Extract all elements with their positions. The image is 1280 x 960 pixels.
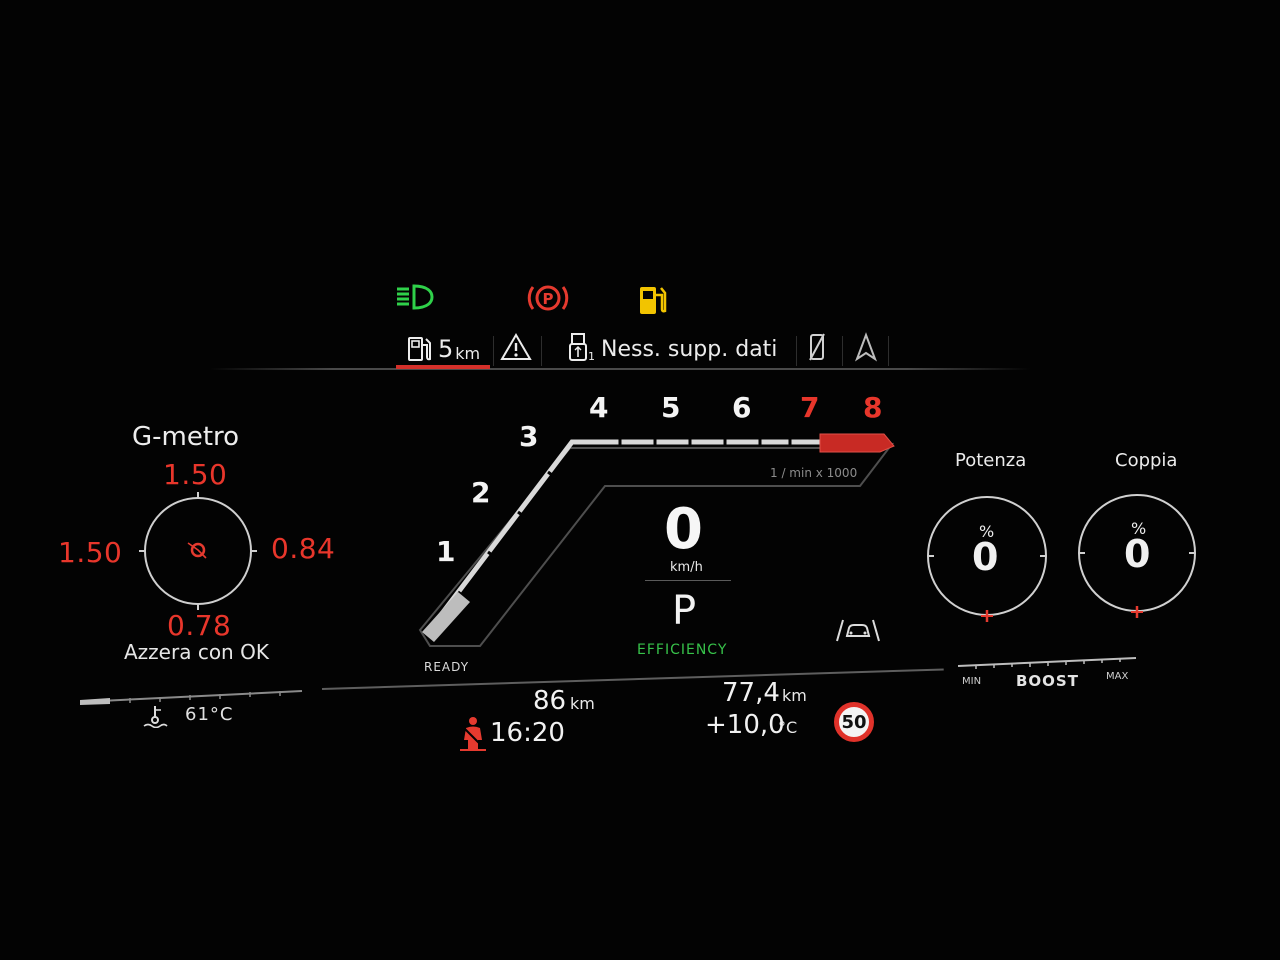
speed-limit-value: 50 xyxy=(841,711,867,733)
torque-gauge-value: 0 xyxy=(1124,532,1151,576)
status-bar: 5 km 1 Ness. supp. dati xyxy=(210,330,1030,370)
range-distance-value: 77,4 xyxy=(722,678,780,708)
rev-scale xyxy=(426,439,820,634)
power-gauge-unit: % xyxy=(979,522,995,541)
g-meter-top-value: 1.50 xyxy=(163,458,228,491)
outside-temp-value: +10,0 xyxy=(705,710,785,740)
trip-distance-unit: km xyxy=(570,694,595,713)
drive-mode: EFFICIENCY xyxy=(637,642,728,658)
rev-idle-bar xyxy=(422,592,470,642)
trip-distance-value: 86 xyxy=(533,686,567,716)
parking-brake-icon: P xyxy=(526,281,570,315)
oil-temp-value: 61°C xyxy=(185,704,234,725)
tachometer xyxy=(418,433,895,647)
media-subscript: 1 xyxy=(588,349,595,363)
seatbelt-warning-icon xyxy=(458,716,488,756)
boost-scale xyxy=(958,657,1137,669)
status-separator xyxy=(842,336,843,366)
fuel-range-segment[interactable]: 5 km xyxy=(406,330,480,368)
ready-indicator: READY xyxy=(424,660,470,674)
boost-min-label: MIN xyxy=(962,676,982,687)
power-gauge-dial xyxy=(927,496,1047,622)
tacho-unit-label: 1 / min x 1000 xyxy=(770,466,858,480)
tacho-mark-5: 5 xyxy=(661,391,681,424)
phone-icon xyxy=(808,332,826,366)
torque-gauge-title: Coppia xyxy=(1115,450,1178,471)
status-bar-divider xyxy=(210,368,1030,370)
torque-gauge-unit: % xyxy=(1131,519,1147,538)
clock-time: 16:20 xyxy=(490,718,565,748)
tacho-mark-1: 1 xyxy=(436,535,456,568)
oil-temp-icon xyxy=(142,704,168,732)
bottom-divider xyxy=(321,668,944,690)
gear-indicator: P xyxy=(672,588,697,634)
media-segment[interactable]: 1 Ness. supp. dati xyxy=(568,330,777,368)
media-status-text: Ness. supp. dati xyxy=(601,336,778,362)
g-meter-bottom-value: 0.78 xyxy=(167,609,232,642)
fuel-range-highlight xyxy=(396,365,490,369)
boost-label: BOOST xyxy=(1016,672,1079,690)
speed-unit: km/h xyxy=(670,560,703,575)
range-distance-unit: km xyxy=(782,686,807,705)
headlight-icon xyxy=(394,283,436,311)
fuel-pump-icon xyxy=(406,335,434,363)
g-meter-left-value: 1.50 xyxy=(58,536,123,569)
status-separator xyxy=(541,336,542,366)
speed-divider xyxy=(645,580,731,581)
fuel-reserve-icon xyxy=(638,283,670,317)
warning-triangle-icon xyxy=(500,332,532,366)
torque-gauge-dial xyxy=(1078,494,1196,618)
navigation-arrow-icon xyxy=(854,332,878,366)
g-meter-title: G-metro xyxy=(132,422,240,452)
speed-value: 0 xyxy=(664,497,703,562)
status-separator xyxy=(493,336,494,366)
lane-assist-icon xyxy=(834,616,882,648)
outside-temp-unit: °C xyxy=(778,718,798,737)
fuel-range-unit: km xyxy=(455,343,481,363)
boost-max-label: MAX xyxy=(1106,671,1129,682)
g-meter-right-value: 0.84 xyxy=(271,532,336,565)
power-gauge-value: 0 xyxy=(972,535,999,579)
oil-temp-scale xyxy=(80,690,303,705)
fuel-range-value: 5 xyxy=(438,335,454,363)
warning-segment[interactable] xyxy=(500,330,532,368)
g-meter-reset-hint: Azzera con OK xyxy=(124,640,269,664)
svg-text:P: P xyxy=(543,290,554,308)
phone-segment[interactable] xyxy=(808,330,826,368)
g-meter-dot xyxy=(187,542,207,559)
tacho-mark-8: 8 xyxy=(863,391,883,424)
status-separator xyxy=(796,336,797,366)
tacho-mark-7: 7 xyxy=(800,391,820,424)
g-meter-dial xyxy=(139,492,257,610)
redline-zone xyxy=(819,433,895,453)
usb-media-icon xyxy=(568,332,588,366)
power-gauge-title: Potenza xyxy=(955,450,1027,471)
tacho-mark-3: 3 xyxy=(519,420,539,453)
tacho-mark-2: 2 xyxy=(471,476,491,509)
tacho-mark-6: 6 xyxy=(732,391,752,424)
navigation-segment[interactable] xyxy=(854,330,878,368)
status-separator xyxy=(888,336,889,366)
tacho-mark-4: 4 xyxy=(589,391,609,424)
speed-limit-sign: 50 xyxy=(834,702,874,742)
